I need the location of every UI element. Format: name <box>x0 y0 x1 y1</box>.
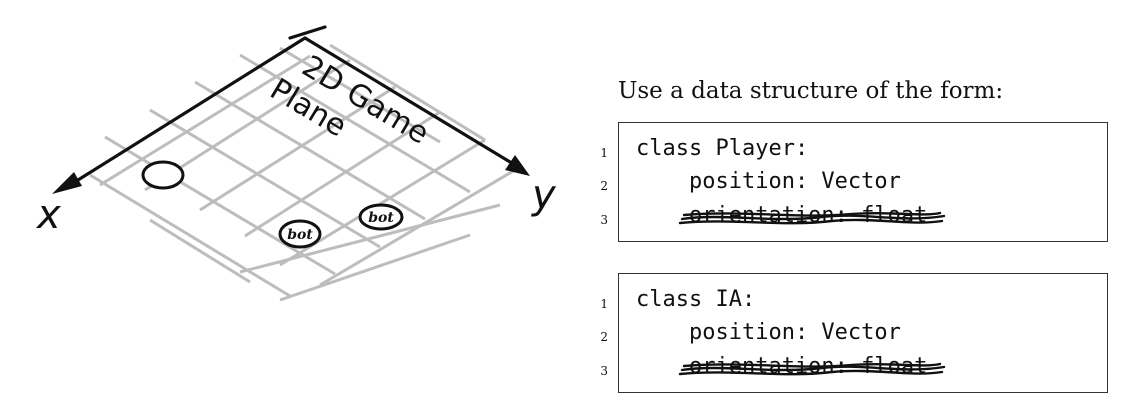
code-box <box>618 122 1108 242</box>
code-text: position: Vector <box>636 320 901 345</box>
line-number: 2 <box>600 330 608 344</box>
grid-line <box>239 203 501 274</box>
code-box <box>618 273 1108 393</box>
x-axis-line <box>68 36 307 187</box>
axis-tick-stub <box>288 25 327 40</box>
game-plane-diagram: x y 2D Game Plane bot bot <box>35 25 557 302</box>
code-line: 2 position: Vector <box>596 318 1112 352</box>
grid-line <box>89 173 291 298</box>
x-axis-label: x <box>35 192 61 238</box>
code-text: position: Vector <box>636 169 901 194</box>
y-axis-label: y <box>531 172 557 218</box>
grid-line <box>244 110 441 238</box>
struck-code-text: orientation: float <box>636 201 946 235</box>
grid-line <box>279 233 471 302</box>
player-circle-marker <box>141 160 185 190</box>
grid-line <box>149 218 251 284</box>
line-number: 1 <box>600 146 608 160</box>
code-block-ia: 1 class IA: 2 position: Vector 3 orienta… <box>596 273 1112 393</box>
struck-code-text: orientation: float <box>636 352 946 386</box>
code-panel: Use a data structure of the form: 1 clas… <box>596 0 1112 415</box>
code-line: 3 orientation: float <box>596 201 1112 235</box>
bot-label: bot <box>368 210 394 226</box>
strikethrough-scribble <box>678 362 946 376</box>
bot-marker: bot <box>278 219 322 249</box>
code-line: 2 position: Vector <box>596 167 1112 201</box>
bot-label: bot <box>287 227 313 243</box>
code-text: class Player: <box>636 136 809 161</box>
grid-line <box>199 85 396 212</box>
line-number: 3 <box>600 213 608 227</box>
code-line: 1 class Player: <box>596 134 1112 168</box>
line-number: 3 <box>600 364 608 378</box>
code-line: 1 class IA: <box>596 285 1112 319</box>
code-block-player: 1 class Player: 2 position: Vector 3 ori… <box>596 122 1112 242</box>
grid-line <box>329 43 486 142</box>
strikethrough-scribble <box>678 211 946 225</box>
bot-marker: bot <box>358 203 404 231</box>
grid-line <box>99 54 311 187</box>
grid-line <box>279 46 441 144</box>
y-axis-arrowhead <box>505 155 530 176</box>
code-text: class IA: <box>636 287 756 312</box>
grid-line <box>239 53 471 194</box>
grid-line <box>149 108 381 249</box>
intro-text: Use a data structure of the form: <box>618 78 1004 104</box>
x-axis-arrowhead <box>52 172 82 194</box>
y-axis-line <box>303 36 517 167</box>
line-number: 2 <box>600 179 608 193</box>
plane-grid <box>89 43 516 302</box>
line-number: 1 <box>600 297 608 311</box>
code-line: 3 orientation: float <box>596 352 1112 386</box>
